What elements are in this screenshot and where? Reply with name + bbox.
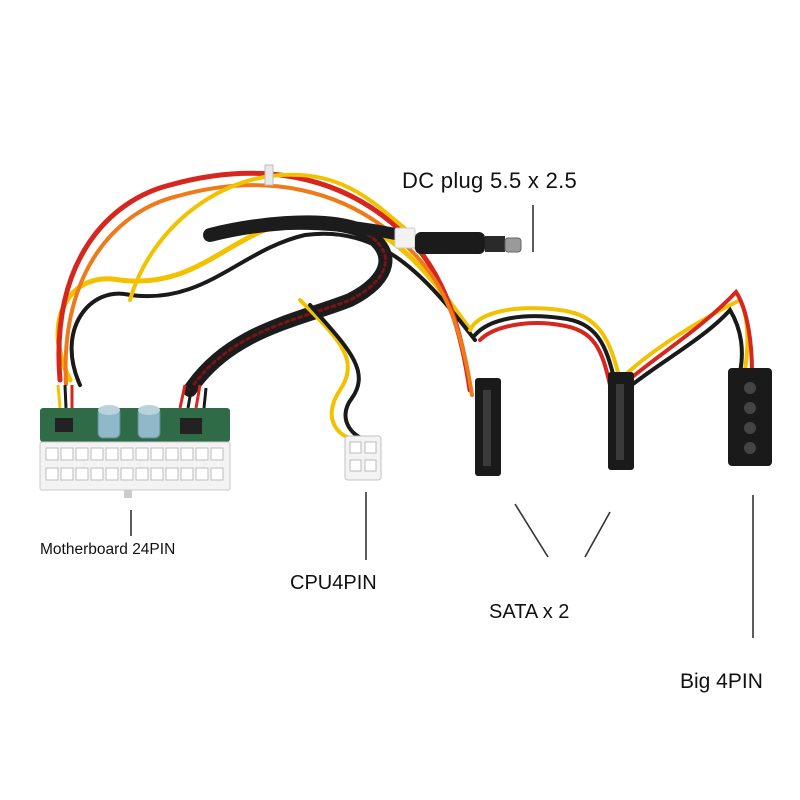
wire-harness-main	[55, 164, 754, 442]
dc-plug-label: DC plug 5.5 x 2.5	[402, 168, 578, 193]
dc-plug	[394, 227, 522, 254]
sata-connector-1	[475, 378, 501, 476]
sata-connector-2	[608, 372, 634, 470]
capacitor-group	[97, 405, 161, 439]
sata-label: SATA x 2	[489, 601, 570, 623]
callout-lines	[130, 205, 754, 638]
cpu-4pin-connector	[344, 435, 382, 481]
motherboard-24pin-module	[39, 384, 231, 498]
motherboard-24pin-label: Motherboard 24PIN	[40, 541, 176, 558]
cpu-4pin-label: CPU4PIN	[290, 572, 377, 594]
big-4pin-connector	[728, 368, 772, 466]
big-4pin-label: Big 4PIN	[680, 670, 763, 693]
